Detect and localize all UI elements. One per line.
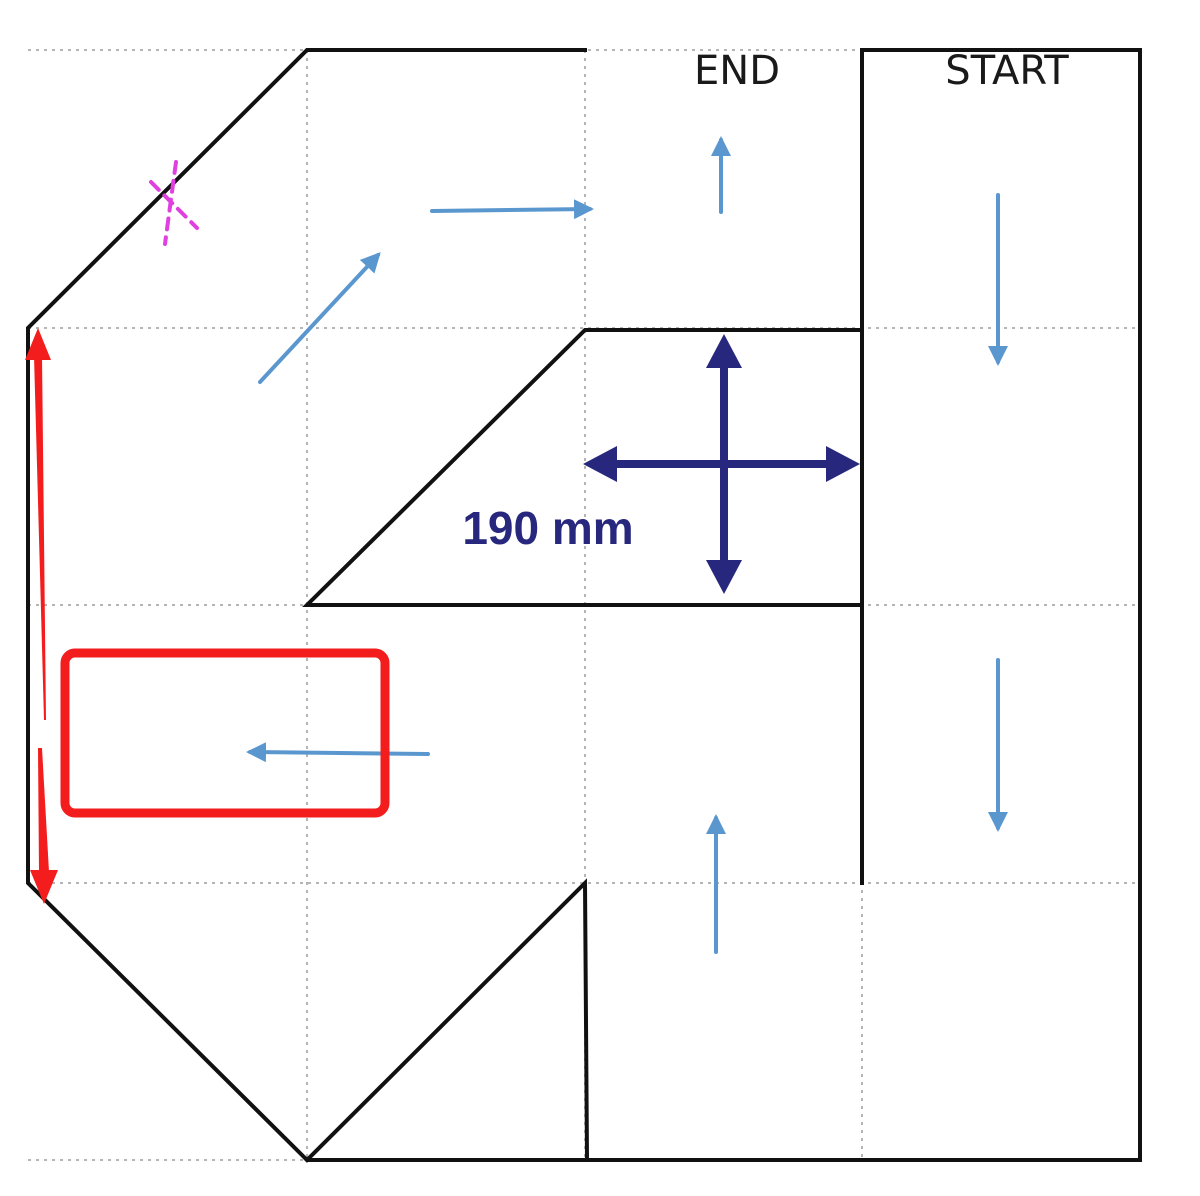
inner-trapezoid-wall [302, 328, 864, 607]
dimension-arrowhead-right [826, 446, 860, 482]
end-label: END [694, 48, 780, 94]
dimension-label: 190 mm [462, 502, 633, 554]
path-arrows [246, 136, 1008, 954]
inner-triangle-wall [304, 878, 590, 1163]
dimension-arrowhead-up [706, 334, 742, 368]
arrow-left [246, 742, 430, 763]
maze-walls [26, 48, 1142, 1163]
arrow-diagonal-up [258, 252, 381, 384]
dimension-arrowhead-left [583, 446, 617, 482]
red-arrow-down-head [30, 870, 58, 904]
pink-marker [149, 160, 199, 246]
red-arrow-up-shaft [34, 356, 46, 720]
arrow-right [430, 199, 594, 220]
dimension-cross-arrow [583, 334, 860, 594]
highlight-annotations [25, 328, 390, 904]
highlight-rectangle [60, 648, 390, 818]
red-arrow-up-head [25, 328, 51, 360]
start-label: START [945, 48, 1069, 94]
red-arrow-down-shaft [38, 748, 49, 872]
dimension-arrowhead-down [706, 560, 742, 594]
